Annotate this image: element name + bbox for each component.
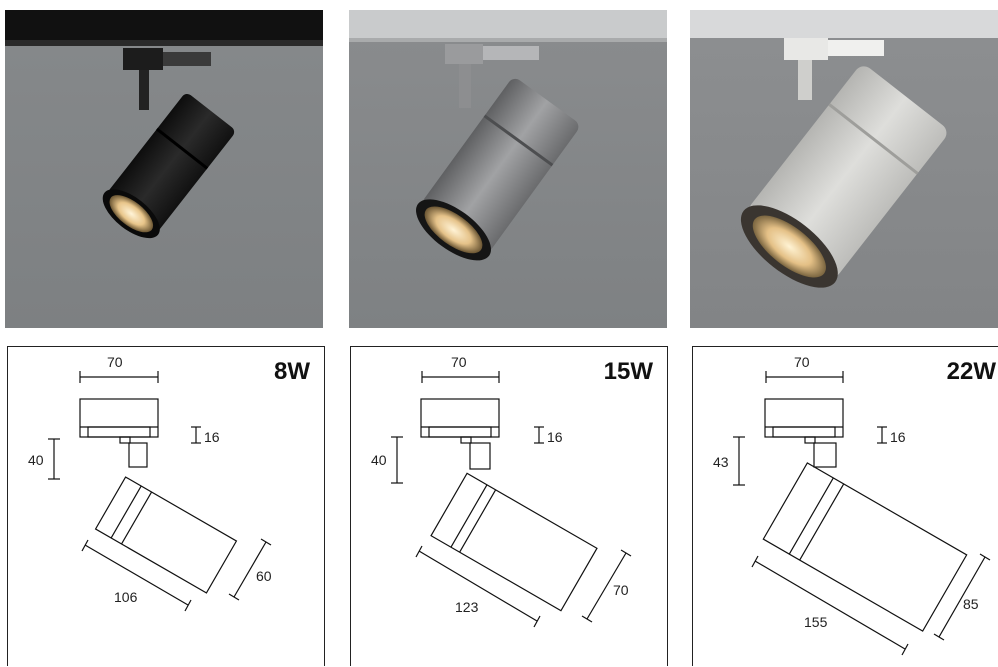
body-diameter-dimension: 60 bbox=[256, 568, 272, 584]
body-diameter-dimension: 85 bbox=[963, 596, 979, 612]
body-diameter-dimension: 70 bbox=[613, 582, 629, 598]
stem-height-dimension: 40 bbox=[28, 452, 44, 468]
body-length-dimension: 123 bbox=[455, 599, 479, 615]
wattage-label: 8W bbox=[274, 358, 310, 385]
product-photo-black bbox=[5, 10, 323, 328]
body-length-dimension: 155 bbox=[804, 614, 828, 630]
track-width-dimension: 70 bbox=[794, 354, 810, 370]
dimension-drawing-22w: 22W 70 16 43 155 85 bbox=[692, 346, 998, 666]
adapter-height-dimension: 16 bbox=[547, 429, 563, 445]
wattage-label: 15W bbox=[603, 358, 653, 385]
dimension-drawing-8w: 8W 70 16 40 106 60 bbox=[7, 346, 325, 666]
track-width-dimension: 70 bbox=[451, 354, 467, 370]
product-photo-white bbox=[690, 10, 998, 328]
stem-height-dimension: 43 bbox=[713, 454, 729, 470]
product-photo-grey bbox=[349, 10, 667, 328]
dimension-drawing-15w: 15W 70 16 40 123 70 bbox=[350, 346, 668, 666]
stem-height-dimension: 40 bbox=[371, 452, 387, 468]
adapter-height-dimension: 16 bbox=[890, 429, 906, 445]
body-length-dimension: 106 bbox=[114, 589, 138, 605]
track-width-dimension: 70 bbox=[107, 354, 123, 370]
adapter-height-dimension: 16 bbox=[204, 429, 220, 445]
wattage-label: 22W bbox=[946, 358, 996, 385]
